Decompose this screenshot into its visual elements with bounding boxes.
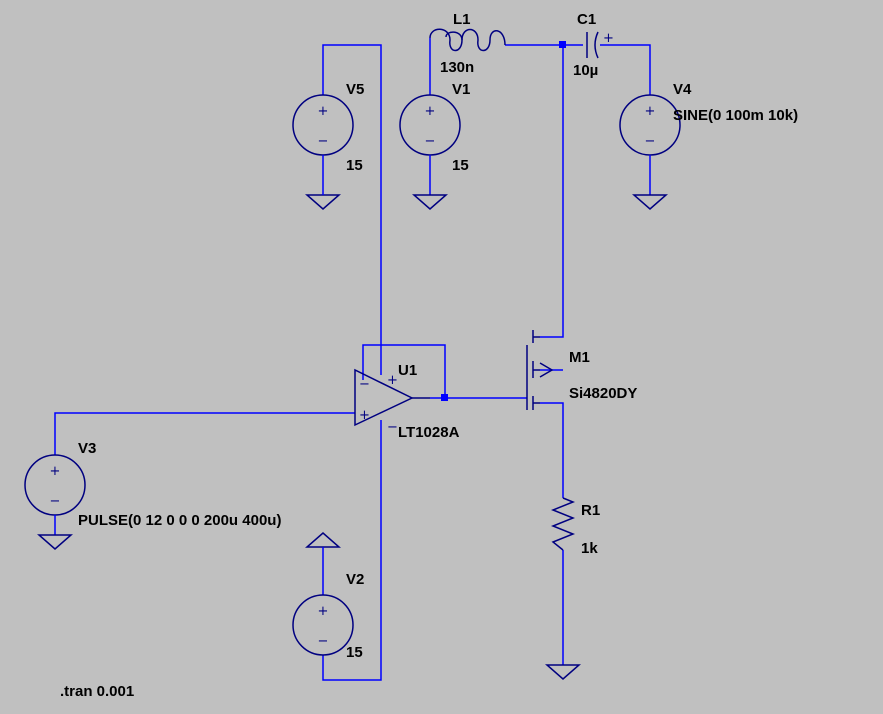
label-v1-name: V1 [452,81,470,98]
label-v2-name: V2 [346,571,364,588]
svg-text:−: − [387,420,398,435]
label-v3-value: PULSE(0 12 0 0 0 200u 400u) [78,512,281,529]
svg-text:+: + [50,464,61,479]
junction-dot [559,41,566,48]
ground-icon [37,534,73,550]
svg-text:−: − [359,377,370,392]
voltage-source-v2[interactable]: + − [292,532,354,656]
ground-icon [545,664,581,680]
wire-source-r1[interactable] [540,402,564,498]
resistor-r1[interactable] [545,497,581,680]
voltage-source-v4[interactable]: + − [619,94,681,210]
label-v1-value: 15 [452,157,469,174]
svg-text:+: + [359,408,370,423]
wire-v3-input[interactable] [54,412,355,455]
opamp-u1[interactable]: + − − + [354,368,430,435]
wire-v2-supply[interactable] [322,420,382,681]
svg-text:−: − [50,494,61,509]
svg-text:−: − [645,134,656,149]
wires [54,38,651,681]
junction-dot [441,394,448,401]
svg-text:−: − [318,134,329,149]
label-l1-name: L1 [453,11,471,28]
capacitor-c1[interactable]: + [586,31,614,59]
svg-text:+: + [645,104,656,119]
label-v4-value: SINE(0 100m 10k) [673,107,798,124]
ground-icon [305,194,341,210]
svg-text:−: − [425,134,436,149]
label-v2-value: 15 [346,644,363,661]
inductor-l1[interactable] [429,28,506,52]
label-m1-value: Si4820DY [569,385,637,402]
ground-icon [632,194,668,210]
label-v4-name: V4 [673,81,692,98]
voltage-source-v5[interactable]: + − [292,94,354,210]
label-r1-name: R1 [581,502,600,519]
svg-text:+: + [603,31,614,46]
label-l1-value: 130n [440,59,474,76]
mosfet-m1[interactable] [526,330,554,410]
svg-text:+: + [318,604,329,619]
wire-drain[interactable] [540,45,564,338]
wire-feedback[interactable] [362,344,446,398]
label-c1-name: C1 [577,11,596,28]
label-c1-value: 10µ [573,62,598,79]
svg-text:+: + [425,104,436,119]
svg-text:−: − [318,634,329,649]
label-u1-name: U1 [398,362,417,379]
voltage-source-v3[interactable]: + − [24,454,86,550]
svg-text:+: + [318,104,329,119]
label-u1-value: LT1028A [398,424,460,441]
label-v5-name: V5 [346,81,364,98]
ground-icon [412,194,448,210]
voltage-source-v1[interactable]: + − [399,94,461,210]
ground-icon [305,532,341,548]
label-v3-name: V3 [78,440,96,457]
svg-text:+: + [387,373,398,388]
label-m1-name: M1 [569,349,590,366]
label-v5-value: 15 [346,157,363,174]
label-r1-value: 1k [581,540,598,557]
wire-v5-supply[interactable] [322,44,382,375]
wire-c1-v4[interactable] [600,44,651,95]
spice-directive[interactable]: .tran 0.001 [60,683,134,700]
